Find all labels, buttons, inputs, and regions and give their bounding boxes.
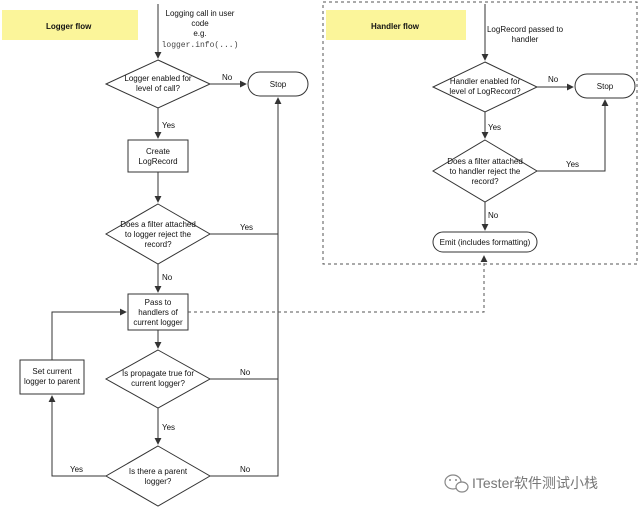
label-handler-enabled-yes: Yes xyxy=(488,123,501,132)
arrow-pass-to-handler-flow xyxy=(188,255,488,313)
logger-stop-label: Stop xyxy=(270,80,287,89)
watermark: ITester软件测试小栈 xyxy=(444,474,598,493)
propagate-line-2: current logger? xyxy=(131,379,185,388)
handler-entry-line-1: LogRecord passed to xyxy=(487,25,564,34)
logger-entry-line-1: Logging call in user xyxy=(166,9,235,18)
propagate-line-1: Is propagate true for xyxy=(122,369,194,378)
handler-enabled-line-1: Handler enabled for xyxy=(450,77,521,86)
propagate-decision: Is propagate true for current logger? xyxy=(104,349,212,409)
set-parent-box: Set current logger to parent xyxy=(19,359,85,395)
logger-flow-note: Logger flow xyxy=(2,10,138,40)
handler-flow-container xyxy=(322,1,638,265)
emit-terminal: Emit (includes formatting) xyxy=(432,231,538,253)
create-logrecord-box: Create LogRecord xyxy=(127,139,189,173)
handler-filter-line-2: to handler reject the xyxy=(450,167,521,176)
set-parent-line-1: Set current xyxy=(32,367,72,376)
logger-filter-line-3: record? xyxy=(144,240,172,249)
emit-label: Emit (includes formatting) xyxy=(440,238,531,247)
label-handler-enabled-no: No xyxy=(548,75,559,84)
label-propagate-yes: Yes xyxy=(162,423,175,432)
label-handler-filter-no: No xyxy=(488,211,499,220)
pass-handlers-line-1: Pass to xyxy=(145,298,172,307)
logger-filter-decision: Does a filter attached to logger reject … xyxy=(104,203,212,265)
arrow-handler-filter-yes xyxy=(537,99,609,172)
create-logrecord-line-2: LogRecord xyxy=(138,157,177,166)
label-handler-filter-yes: Yes xyxy=(566,160,579,169)
set-parent-line-2: logger to parent xyxy=(24,377,81,386)
label-parent-yes: Yes xyxy=(70,465,83,474)
pass-handlers-line-3: current logger xyxy=(133,318,183,327)
arrow-parent-no-to-stop xyxy=(210,97,282,477)
handler-enabled-line-2: level of LogRecord? xyxy=(449,87,521,96)
logger-flow-title: Logger flow xyxy=(46,22,92,31)
label-parent-no: No xyxy=(240,465,251,474)
logger-filter-line-2: to logger reject the xyxy=(125,230,192,239)
label-enabled-no: No xyxy=(222,73,233,82)
logger-entry-line-2: code xyxy=(191,19,209,28)
handler-filter-decision: Does a filter attached to handler reject… xyxy=(432,139,538,203)
handler-filter-line-1: Does a filter attached xyxy=(447,157,523,166)
pass-to-handlers-box: Pass to handlers of current logger xyxy=(127,293,189,331)
logger-entry-code: logger.info(...) xyxy=(162,41,239,50)
wechat-icon xyxy=(444,474,469,493)
create-logrecord-line-1: Create xyxy=(146,147,171,156)
label-filter-yes: Yes xyxy=(240,223,253,232)
label-enabled-yes: Yes xyxy=(162,121,175,130)
logger-entry-line-3: e.g. xyxy=(193,29,206,38)
arrow-parent-yes-to-set xyxy=(48,395,106,477)
logger-stop-terminal: Stop xyxy=(247,71,309,97)
logger-enabled-line-2: level of call? xyxy=(136,84,181,93)
handler-flow-note: Handler flow xyxy=(326,10,466,40)
logger-entry-text: Logging call in user code e.g. logger.in… xyxy=(162,9,239,50)
parent-line-2: logger? xyxy=(145,477,172,486)
handler-stop-label: Stop xyxy=(597,82,614,91)
parent-decision: Is there a parent logger? xyxy=(104,445,212,507)
handler-flow-title: Handler flow xyxy=(371,22,420,31)
label-propagate-no: No xyxy=(240,368,251,377)
handler-enabled-decision: Handler enabled for level of LogRecord? xyxy=(431,61,539,113)
handler-entry-text: LogRecord passed to handler xyxy=(487,25,564,44)
watermark-text: ITester软件测试小栈 xyxy=(472,475,598,491)
logger-enabled-line-1: Logger enabled for xyxy=(124,74,192,83)
arrow-set-to-pass xyxy=(51,308,127,360)
logger-filter-line-1: Does a filter attached xyxy=(120,220,196,229)
label-filter-no: No xyxy=(162,273,173,282)
handler-entry-line-2: handler xyxy=(512,35,539,44)
parent-line-1: Is there a parent xyxy=(129,467,188,476)
handler-filter-line-3: record? xyxy=(471,177,499,186)
handler-stop-terminal: Stop xyxy=(574,73,636,99)
pass-handlers-line-2: handlers of xyxy=(138,308,178,317)
logger-enabled-decision: Logger enabled for level of call? xyxy=(104,59,212,109)
